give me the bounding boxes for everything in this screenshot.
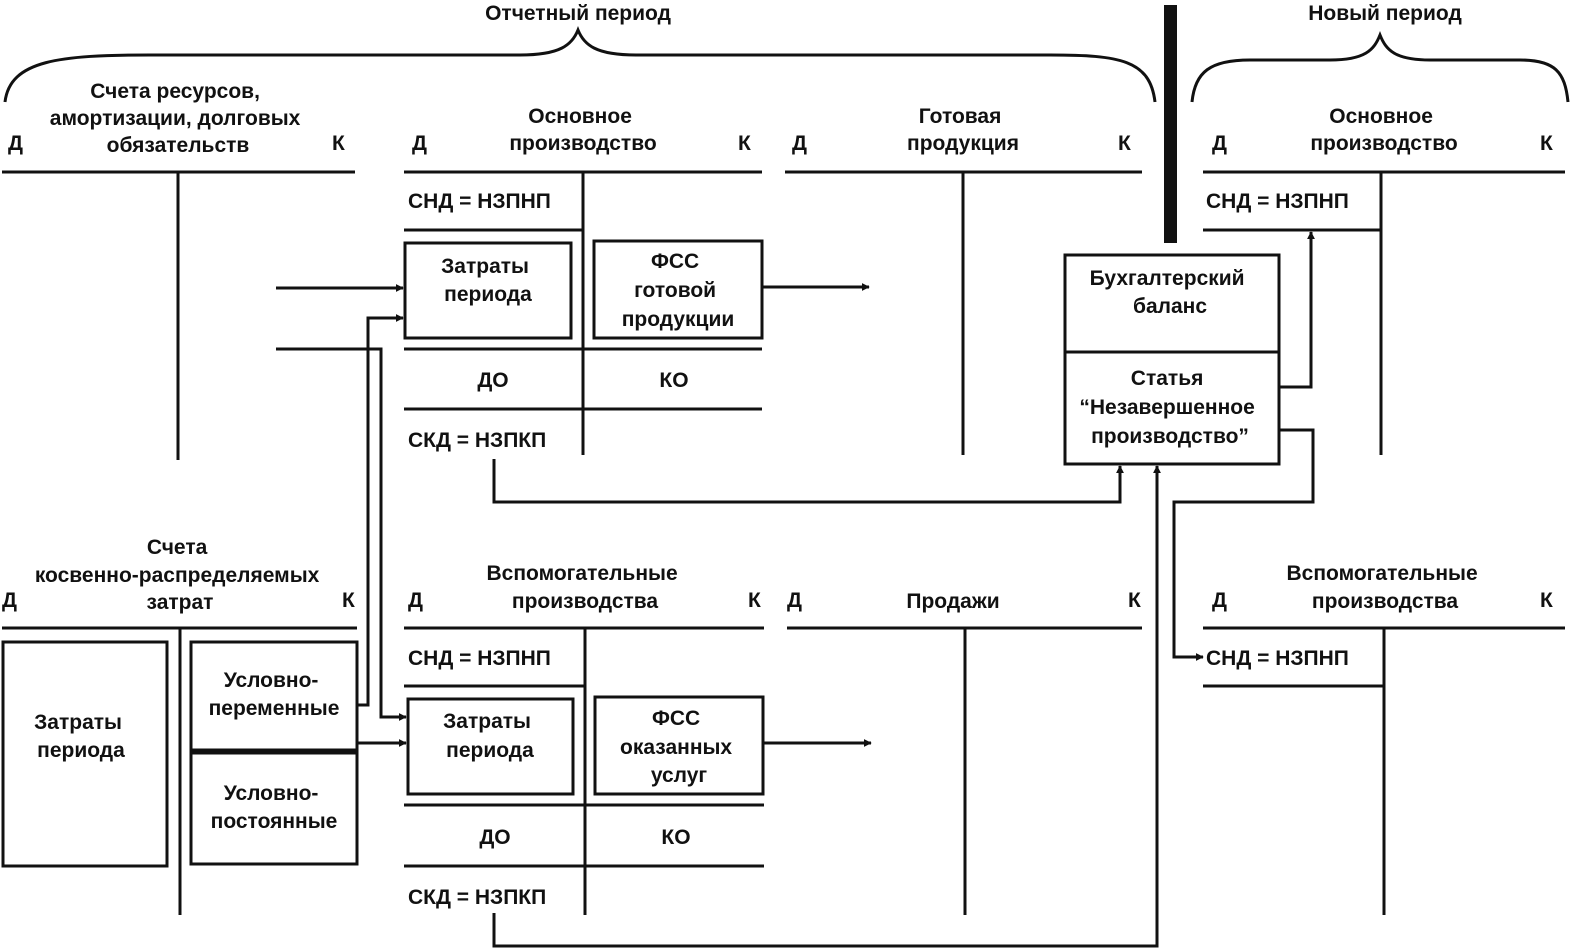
arrow-resources-to-aux <box>276 347 407 721</box>
arrow-main-closing-to-balance <box>492 459 1124 504</box>
opening-balance-label: СНД = НЗПНП <box>1206 190 1349 213</box>
fixed-costs-box <box>189 751 359 866</box>
debit-turnover-label: ДО <box>479 826 510 849</box>
credit-label: К <box>1540 132 1553 155</box>
debit-label: Д <box>1212 589 1227 612</box>
fss-services-box <box>593 695 765 796</box>
flow-arrows <box>276 231 1315 948</box>
account-aux-production-new-title: Вспомогательные производства <box>1287 562 1484 613</box>
fixed-costs-text: Условно- постоянные <box>211 782 338 833</box>
account-finished-goods-title: Готовая продукция <box>907 105 1019 155</box>
account-resources: Счета ресурсов, амортизации, долговых об… <box>2 80 355 460</box>
credit-label: К <box>748 589 761 612</box>
opening-balance-label: СНД = НЗПНП <box>1206 647 1349 670</box>
aux-period-costs-text: Затраты периода <box>443 710 537 762</box>
account-sales-title: Продажи <box>906 590 999 613</box>
credit-label: К <box>1118 132 1131 155</box>
reporting-period-label: Отчетный период <box>485 2 671 25</box>
credit-turnover-label: КО <box>661 826 690 849</box>
debit-turnover-label: ДО <box>477 369 508 392</box>
debit-label: Д <box>792 132 807 155</box>
account-finished-goods: Готовая продукция Д К <box>785 105 1142 455</box>
debit-label: Д <box>2 589 17 612</box>
account-indirect-costs: Счета косвенно-распределяемых затрат Д К… <box>1 536 359 915</box>
account-indirect-costs-title: Счета косвенно-распределяемых затрат <box>35 536 325 614</box>
account-aux-production-title: Вспомогательные производства <box>487 562 684 613</box>
account-main-production-title: Основное производство <box>509 105 656 155</box>
debit-label: Д <box>408 589 423 612</box>
opening-balance-label: СНД = НЗПНП <box>408 647 551 670</box>
fss-finished-goods-box <box>592 239 764 340</box>
arrow-balance-to-new-main <box>1279 231 1315 389</box>
period-costs-box <box>403 241 573 340</box>
account-main-production-new-title: Основное производство <box>1310 105 1457 155</box>
balance-sheet-box <box>1063 253 1281 466</box>
period-divider <box>1164 5 1177 243</box>
variable-costs-box <box>189 640 359 752</box>
closing-balance-label: СКД = НЗПКП <box>408 429 546 452</box>
new-period-label: Новый период <box>1308 2 1462 25</box>
fss-services-text: ФСС оказанных услуг <box>620 707 738 787</box>
fss-finished-goods-text: ФСС готовой продукции <box>622 250 735 331</box>
opening-balance-label: СНД = НЗПНП <box>408 190 551 213</box>
account-main-production: Основное производство Д К СНД = НЗПНП За… <box>403 105 764 455</box>
wip-item-text: Статья “Незавершенное производство” <box>1079 367 1260 448</box>
reporting-period-brace <box>3 25 1157 103</box>
debit-label: Д <box>8 132 23 155</box>
indirect-period-costs-box <box>1 640 169 868</box>
balance-sheet-title: Бухгалтерский баланс <box>1090 267 1251 318</box>
account-resources-title: Счета ресурсов, амортизации, долговых об… <box>50 80 306 157</box>
arrow-variable-to-main <box>357 314 404 707</box>
debit-label: Д <box>787 589 802 612</box>
credit-turnover-label: КО <box>659 369 688 392</box>
account-sales: Продажи Д К <box>787 589 1142 915</box>
credit-label: К <box>342 589 355 612</box>
credit-label: К <box>738 132 751 155</box>
credit-label: К <box>1540 589 1553 612</box>
credit-label: К <box>1128 589 1141 612</box>
credit-label: К <box>332 132 345 155</box>
debit-label: Д <box>412 132 427 155</box>
period-costs-text: Затраты периода <box>441 255 535 306</box>
account-aux-production: Вспомогательные производства Д К СНД = Н… <box>404 562 765 915</box>
arrow-balance-to-new-aux <box>1172 428 1315 661</box>
aux-period-costs-box <box>406 697 575 796</box>
debit-label: Д <box>1212 132 1227 155</box>
indirect-period-costs-text: Затраты периода <box>34 711 128 762</box>
account-aux-production-new: Вспомогательные производства Д К СНД = Н… <box>1203 562 1565 915</box>
closing-balance-label: СКД = НЗПКП <box>408 886 546 909</box>
balance-sheet: Бухгалтерский баланс Статья “Незавершенн… <box>1063 253 1281 466</box>
account-main-production-new: Основное производство Д К СНД = НЗПНП <box>1203 105 1565 455</box>
arrow-aux-closing-to-balance <box>492 465 1161 948</box>
variable-costs-text: Условно- переменные <box>209 669 340 720</box>
new-period-brace <box>1190 30 1570 103</box>
